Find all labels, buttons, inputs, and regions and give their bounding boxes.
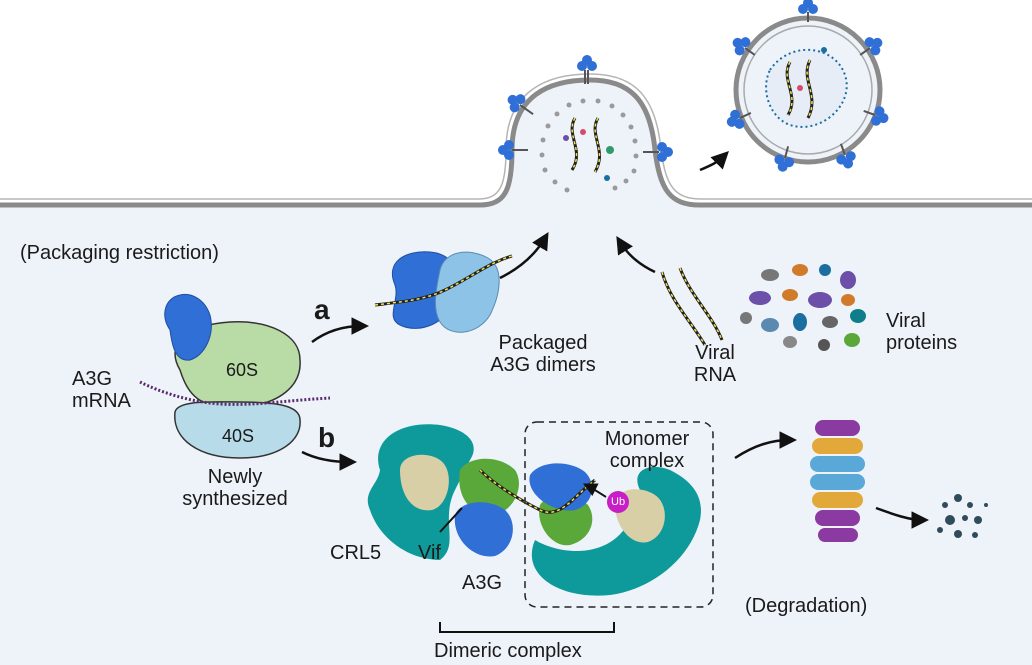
label-a3g: A3G [462, 572, 503, 594]
dimeric-complex-bracket [439, 622, 615, 633]
label-viral-rna: Viral RNA [693, 342, 737, 386]
vif-left [459, 458, 519, 516]
label-40s: 40S [222, 426, 255, 446]
arrow-viral-rna [616, 236, 656, 274]
arrow-path-b [301, 450, 357, 471]
label-packaged-dimers: Packaged A3G dimers [490, 332, 596, 376]
label-crl5: CRL5 [330, 542, 382, 564]
cell-cytoplasm [0, 80, 1032, 665]
plasma-membrane [0, 77, 1032, 208]
label-a3g-mrna: A3G mRNA [72, 368, 131, 412]
label-viral-proteins: Viral proteins [886, 310, 958, 354]
elongin-left [400, 454, 449, 511]
viral-rna [660, 267, 724, 346]
label-dimeric-complex: Dimeric complex [434, 640, 582, 662]
vif-pointer [439, 507, 463, 533]
envelope-spikes-mature [726, 0, 889, 172]
ribosome [139, 293, 331, 459]
label-vif: Vif [418, 542, 441, 564]
label-60s: 60S [226, 360, 259, 380]
arrow-to-fragments [875, 506, 929, 529]
arrow-to-degradation [734, 431, 797, 460]
degradation-fragments [937, 494, 988, 538]
label-step-a: a [314, 294, 330, 325]
label-ubiquitin: Ub [611, 496, 626, 508]
ribosome-40s-subunit [174, 401, 301, 459]
arrow-path-a [311, 317, 369, 344]
label-degradation: (Degradation) [745, 595, 868, 617]
arrow-packaging-dimers [499, 231, 549, 280]
viral-proteins-cluster [740, 264, 866, 351]
budding-virion-capsid [539, 98, 639, 193]
a3g-mrna-strand [139, 380, 331, 406]
packaged-a3g-dimer [374, 251, 513, 333]
ubiquitin-tag [607, 491, 629, 513]
a3g-left [454, 502, 513, 557]
proteasome [810, 420, 865, 542]
envelope-spikes-budding [498, 55, 673, 162]
arrow-release [699, 151, 729, 172]
budding-virion-rna [563, 117, 614, 181]
label-monomer-complex: Monomer complex [604, 428, 690, 472]
label-newly-synthesized: Newly synthesized [182, 466, 288, 510]
monomer-complex-box [524, 421, 714, 608]
a3g-right [529, 463, 593, 511]
mature-virion [733, 15, 883, 165]
dimeric-complex [367, 421, 714, 633]
label-step-b: b [318, 422, 336, 453]
label-packaging-restriction: (Packaging restriction) [20, 242, 219, 264]
nascent-a3g-protein [164, 293, 212, 361]
